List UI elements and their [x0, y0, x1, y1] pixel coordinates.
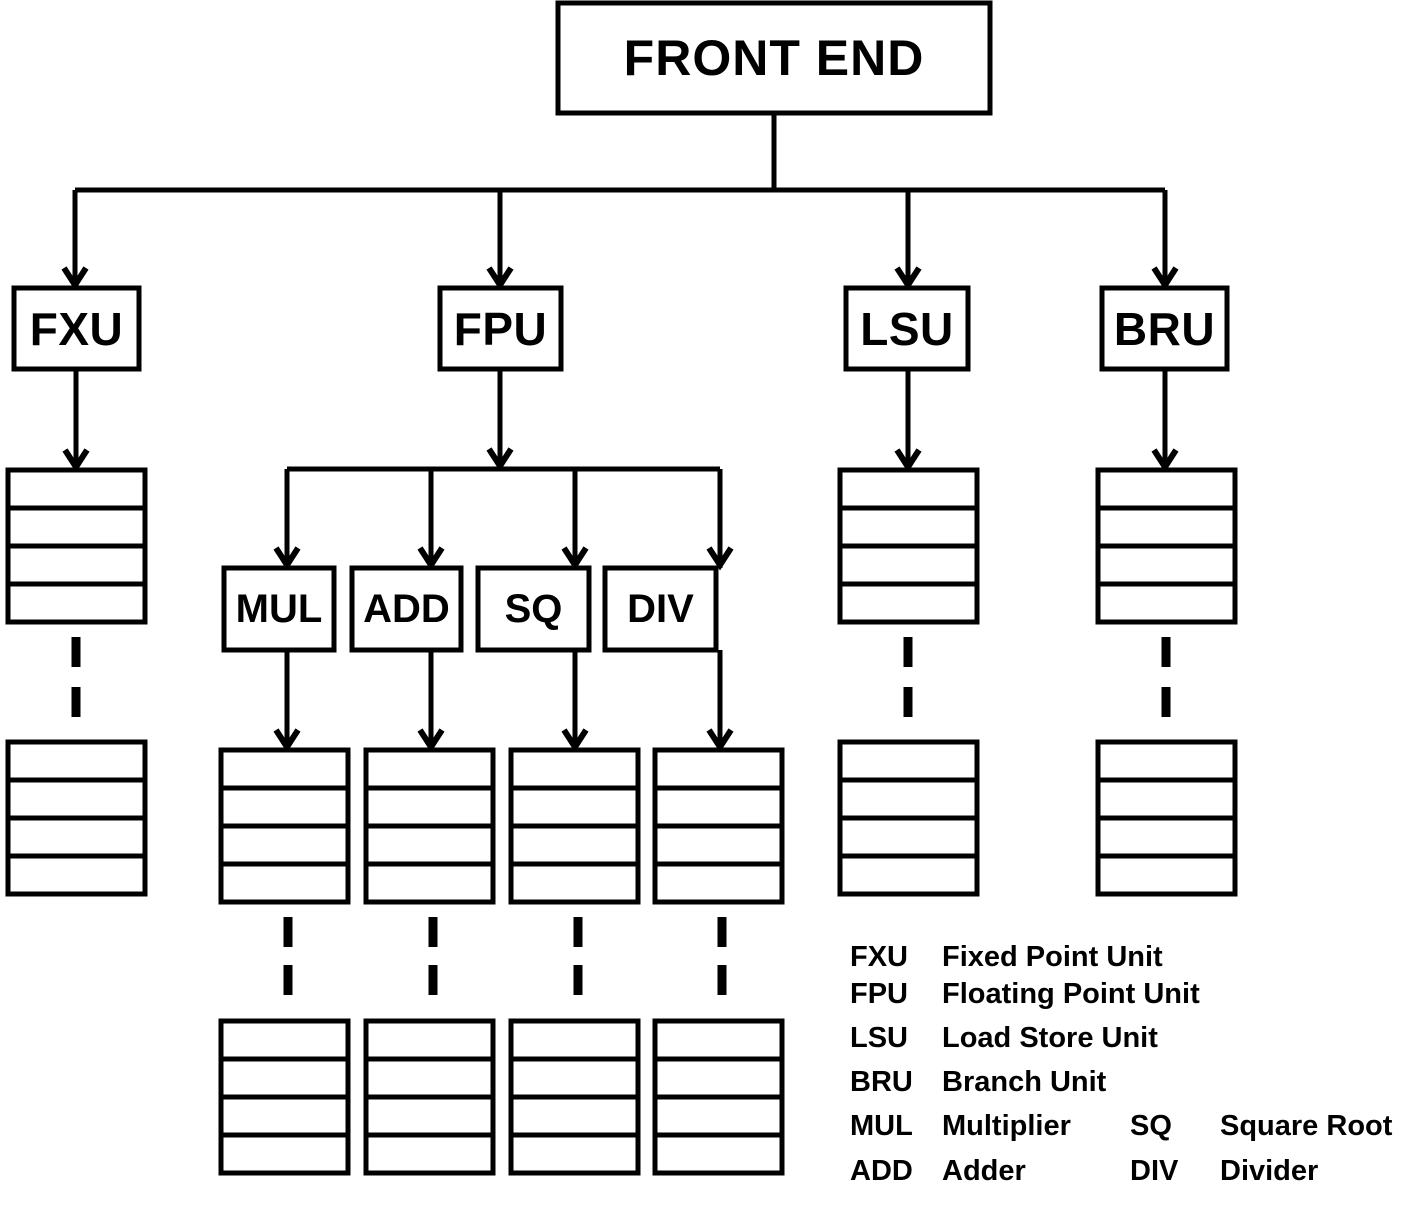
legend-abbr-mul: MUL — [850, 1110, 913, 1142]
stack-add-upper — [363, 747, 496, 905]
fpu-box — [437, 285, 564, 372]
legend-desc-fpu: Floating Point Unit — [942, 978, 1200, 1010]
bru-box — [1099, 285, 1230, 372]
legend-desc-bru: Branch Unit — [942, 1066, 1107, 1098]
sq-label: SQ — [504, 586, 563, 631]
stack-sq-upper — [508, 747, 641, 905]
stack-mul-lower — [218, 1018, 351, 1176]
stack-bru-upper — [1095, 467, 1238, 625]
fpu-label: FPU — [453, 302, 548, 355]
lsu-label: LSU — [860, 302, 954, 355]
front-end-box — [555, 0, 993, 116]
front-end-label: FRONT END — [623, 30, 925, 86]
legend-abbr-bru: BRU — [850, 1066, 913, 1098]
legend-abbr-lsu: LSU — [850, 1022, 908, 1054]
legend-desc-lsu: Load Store Unit — [942, 1022, 1158, 1054]
add-box — [349, 565, 464, 653]
mul-label: MUL — [235, 586, 323, 631]
legend-abbr-fpu: FPU — [850, 978, 908, 1010]
bru-label: BRU — [1113, 302, 1216, 355]
legend-abbr-fxu: FXU — [850, 941, 908, 973]
legend-abbr-sq: SQ — [1130, 1110, 1172, 1142]
fxu-label: FXU — [29, 302, 124, 355]
stack-div-lower — [652, 1018, 785, 1176]
sq-box — [475, 565, 592, 653]
stack-fxu-upper — [5, 467, 148, 625]
mul-box — [221, 565, 337, 653]
legend-desc-fxu: Fixed Point Unit — [942, 941, 1163, 973]
div-label: DIV — [627, 586, 694, 631]
stack-sq-lower — [508, 1018, 641, 1176]
legend-desc-mul: Multiplier — [942, 1110, 1071, 1142]
stack-add-lower — [363, 1018, 496, 1176]
legend-desc-div: Divider — [1220, 1155, 1319, 1187]
div-box — [602, 565, 719, 653]
add-label: ADD — [363, 586, 450, 631]
stack-fxu-lower — [5, 739, 148, 897]
legend-abbr-add: ADD — [850, 1155, 913, 1187]
stack-mul-upper — [218, 747, 351, 905]
stack-lsu-lower — [837, 739, 980, 897]
legend-abbr-div: DIV — [1130, 1155, 1179, 1187]
stack-lsu-upper — [837, 467, 980, 625]
stack-div-upper — [652, 747, 785, 905]
legend-desc-sq: Square Root — [1220, 1110, 1393, 1142]
legend-desc-add: Adder — [942, 1155, 1026, 1187]
fxu-box — [11, 285, 142, 372]
stack-bru-lower — [1095, 739, 1238, 897]
